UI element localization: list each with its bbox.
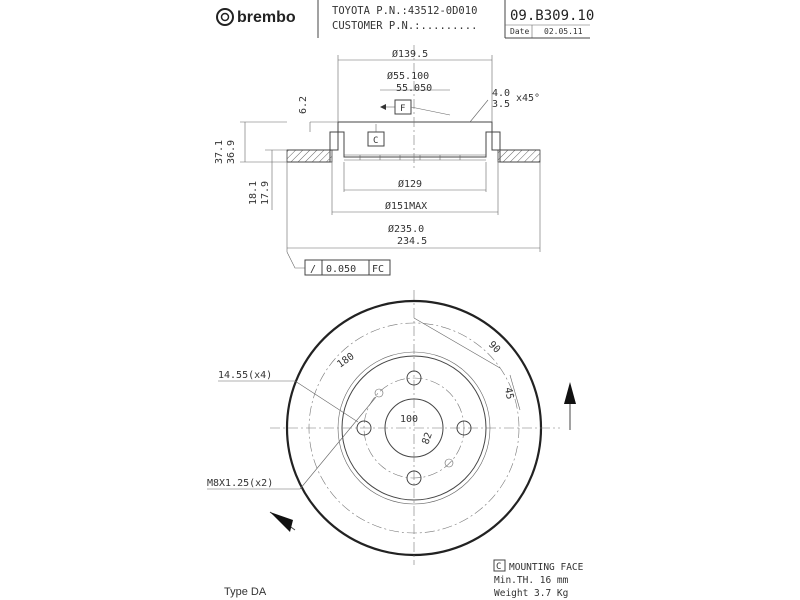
dim-dia-235-min: 234.5 bbox=[397, 236, 427, 247]
angle-45: 45 bbox=[502, 387, 515, 401]
threaded-hole-1 bbox=[374, 388, 384, 398]
part-number: 09.B309.10 bbox=[510, 8, 594, 24]
title-block: brembo TOYOTA P.N.:43512-0D010 CUSTOMER … bbox=[216, 0, 594, 39]
date-value: 02.05.11 bbox=[544, 27, 583, 36]
brembo-logo: brembo bbox=[216, 8, 296, 26]
type-label: Type DA bbox=[224, 586, 267, 598]
dim-chamfer-min: 3.5 bbox=[492, 99, 510, 110]
weight: Weight 3.7 Kg bbox=[494, 588, 568, 599]
mounting-face-label: MOUNTING FACE bbox=[509, 562, 584, 573]
dim-dia-129: Ø129 bbox=[398, 178, 422, 190]
dim-height-36-9: 36.9 bbox=[226, 140, 237, 164]
oem-part-number: TOYOTA P.N.:43512-0D010 bbox=[332, 5, 477, 17]
customer-part-number: CUSTOMER P.N.:......... bbox=[332, 20, 477, 32]
runout-value: 0.050 bbox=[326, 264, 356, 275]
bolt-hole-top bbox=[406, 370, 422, 386]
hat-inner-profile bbox=[287, 131, 540, 163]
dim-height-6-2: 6.2 bbox=[298, 96, 309, 114]
dim-pcd-100: 100 bbox=[400, 414, 418, 425]
threaded-hole-2 bbox=[444, 458, 454, 468]
front-view: 100 82 180 90 45 14.55(x4) M8X1.25(x2) bbox=[207, 290, 576, 565]
rotation-arrow-down-icon bbox=[270, 512, 293, 532]
brand-name: brembo bbox=[237, 9, 296, 26]
friction-ring-right bbox=[497, 149, 541, 163]
rotation-arrow-up-icon bbox=[564, 382, 576, 404]
dim-180: 180 bbox=[335, 351, 356, 370]
bolt-hole-bottom bbox=[406, 470, 422, 486]
dim-height-17-9: 17.9 bbox=[260, 181, 271, 205]
dim-chamfer-max: 4.0 bbox=[492, 88, 510, 99]
runout-datum: FC bbox=[372, 264, 384, 275]
dim-dia-151: Ø151MAX bbox=[385, 200, 427, 212]
datum-f: F bbox=[400, 104, 405, 114]
dim-dia-55-max: Ø55.100 bbox=[387, 70, 429, 82]
section-view: Ø139.5 Ø55.100 55.050 4.0 3.5 x45° F C 6… bbox=[214, 45, 541, 276]
mounting-code-box bbox=[493, 559, 506, 572]
runout-tolerance-frame bbox=[304, 259, 391, 276]
dim-chamfer-angle: x45° bbox=[516, 93, 540, 104]
min-thickness: Min.TH. 16 mm bbox=[494, 575, 569, 586]
thread-note: M8X1.25(x2) bbox=[207, 478, 273, 489]
dim-82: 82 bbox=[420, 431, 434, 446]
dim-dia-139: Ø139.5 bbox=[392, 48, 428, 60]
angle-90: 90 bbox=[486, 339, 502, 355]
datum-c: C bbox=[373, 136, 378, 146]
hat-profile bbox=[287, 121, 540, 151]
mounting-code: C bbox=[496, 562, 501, 572]
bolt-hole-note: 14.55(x4) bbox=[218, 370, 272, 381]
runout-symbol-icon: / bbox=[310, 264, 316, 275]
dim-height-37-1: 37.1 bbox=[214, 140, 225, 164]
date-label: Date bbox=[510, 27, 529, 36]
bolt-hole-right bbox=[456, 420, 472, 436]
dim-dia-55-min: 55.050 bbox=[396, 83, 432, 94]
friction-ring-left bbox=[286, 149, 333, 163]
datum-f-arrow-icon bbox=[380, 104, 386, 110]
spec-notes: C MOUNTING FACE Min.TH. 16 mm Weight 3.7… bbox=[493, 559, 584, 599]
dim-dia-235-max: Ø235.0 bbox=[388, 223, 424, 235]
dim-height-18-1: 18.1 bbox=[248, 181, 259, 205]
bolt-hole-left bbox=[356, 420, 372, 436]
